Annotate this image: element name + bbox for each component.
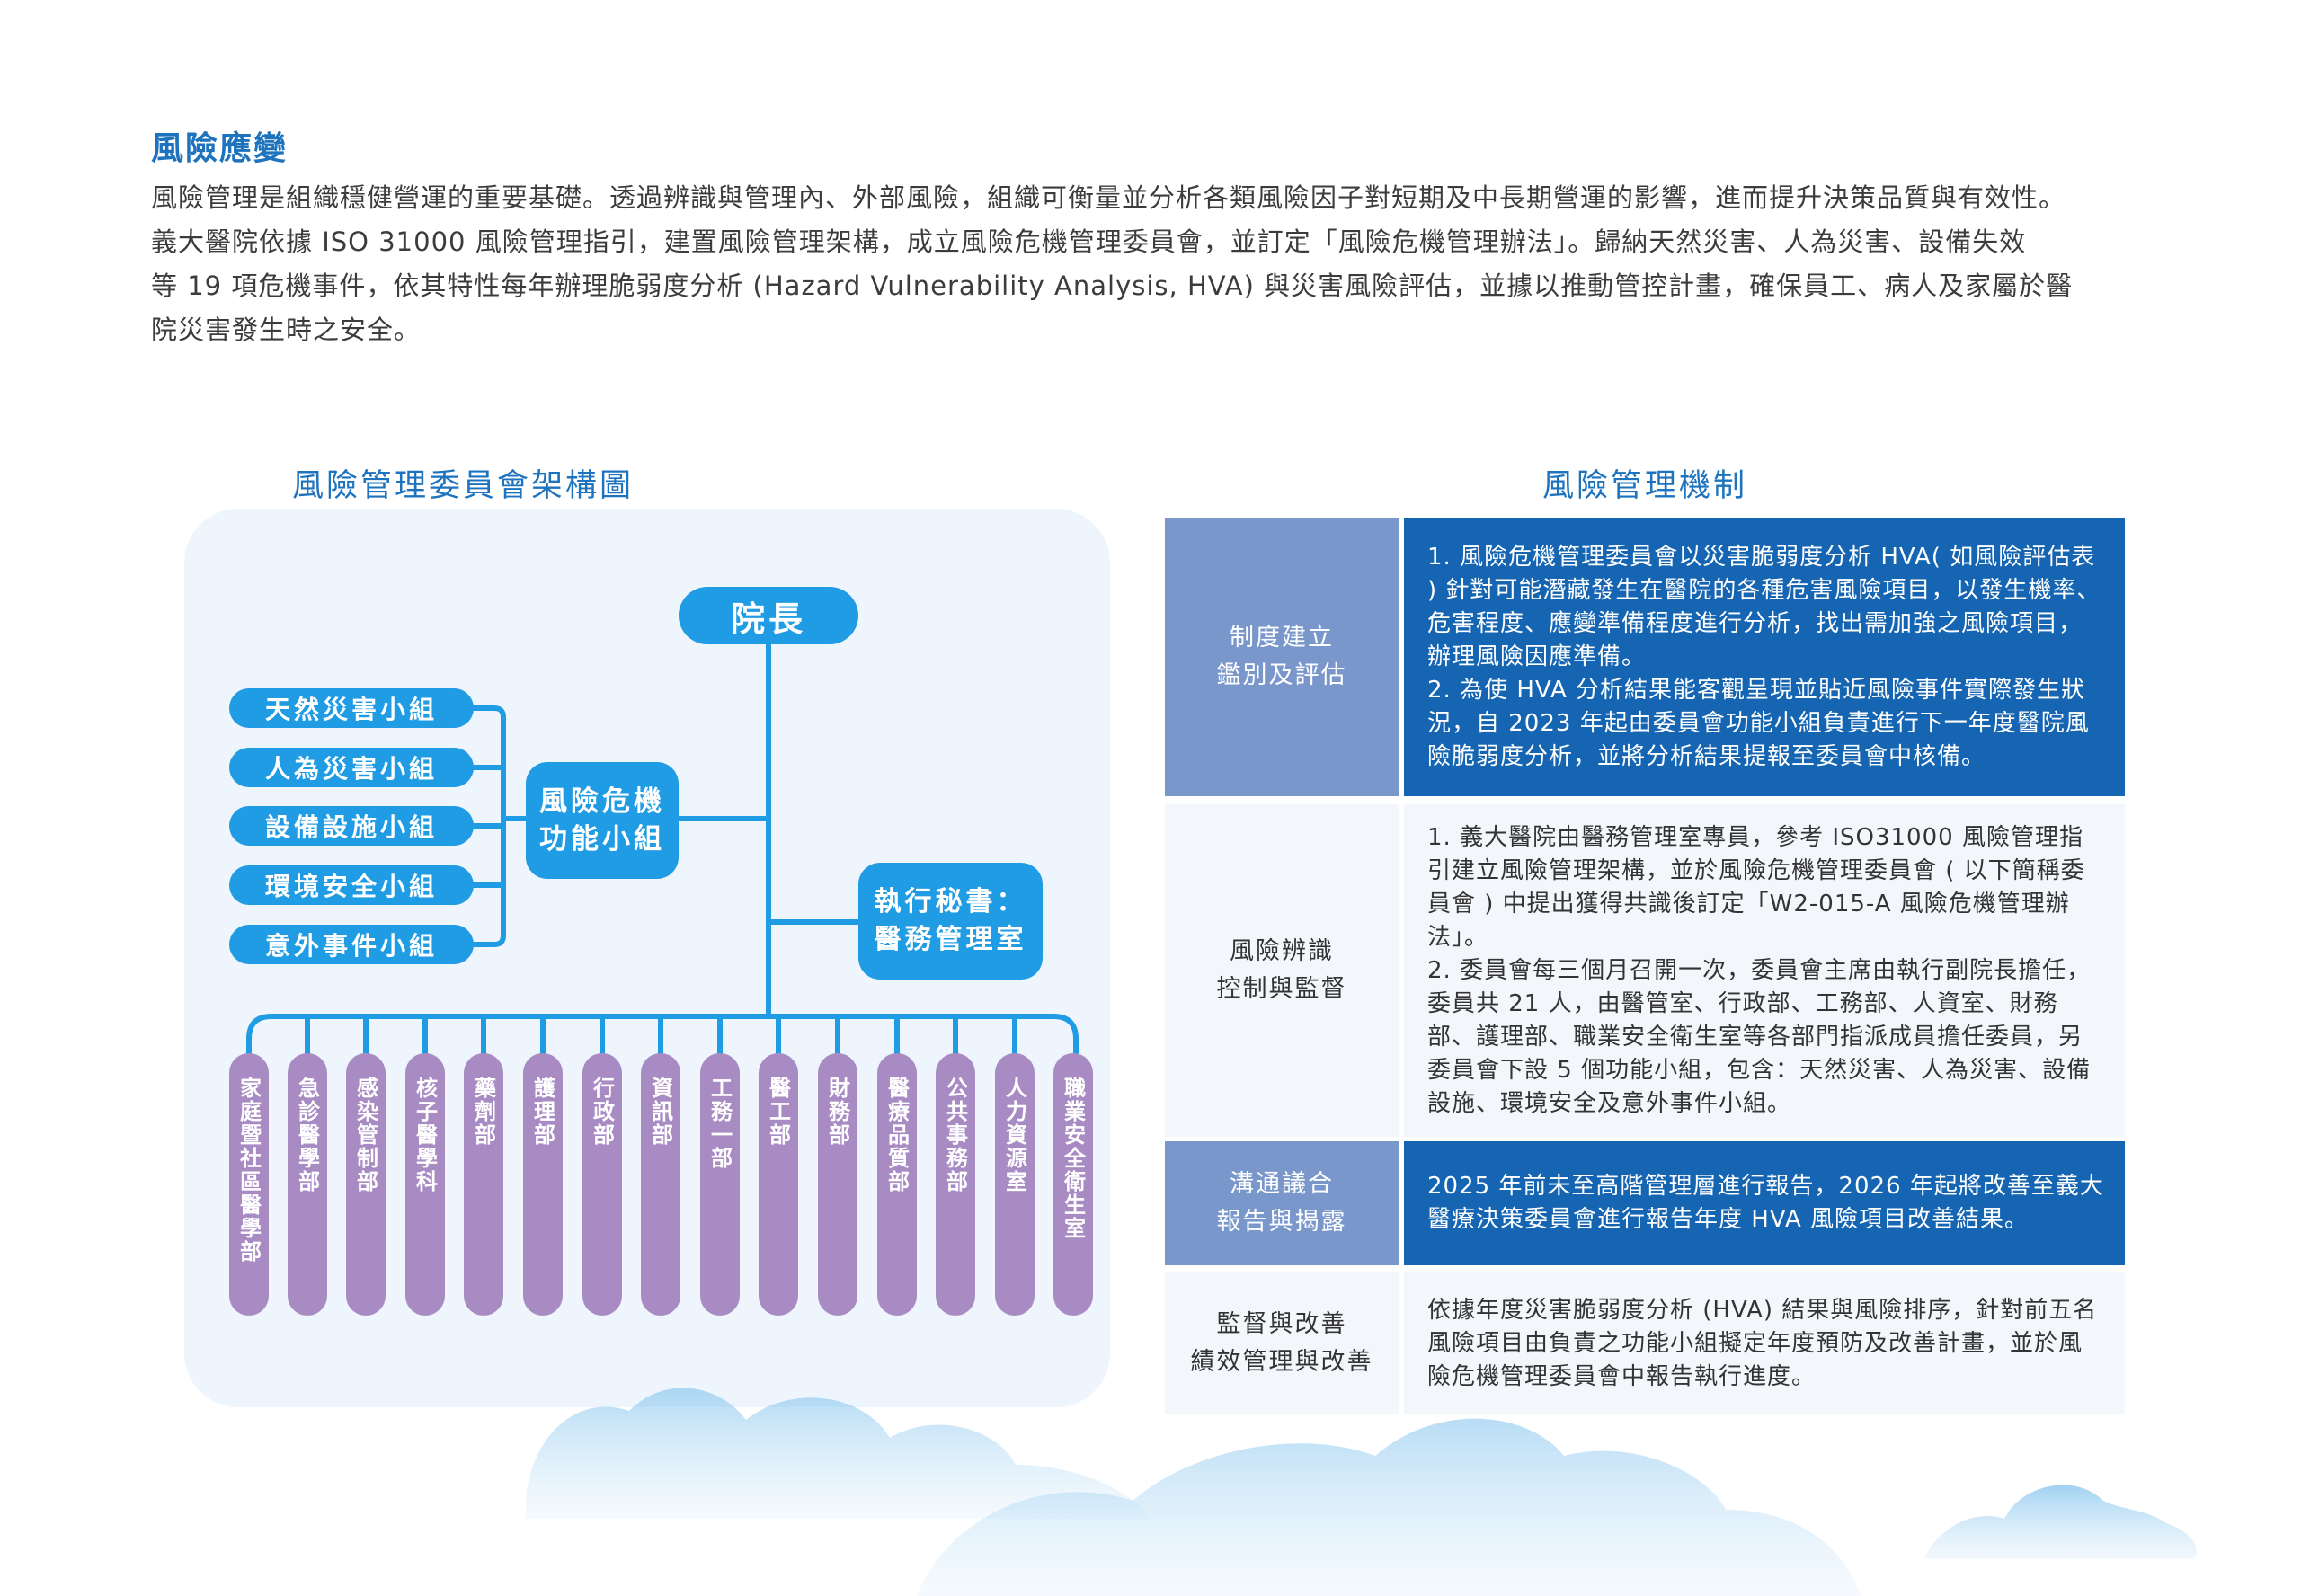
president-node: 院長 — [679, 587, 858, 644]
mechanism-row-content: 依據年度災害脆弱度分析 (HVA) 結果與風險排序，針對前五名風險項目由負責之功… — [1404, 1272, 2125, 1414]
org-chart-title: 風險管理委員會架構圖 — [291, 468, 634, 504]
department-node: 人力資源室 — [995, 1053, 1035, 1316]
secretary-node: 執行秘書： 醫務管理室 — [858, 863, 1043, 980]
department-node: 工務一部 — [700, 1053, 740, 1316]
intro-paragraph: 風險管理是組織穩健營運的重要基礎。透過辨識與管理內、外部風險，組織可衡量並分析各… — [151, 176, 2200, 352]
crisis-group-line: 功能小組 — [539, 823, 665, 856]
group-node-equipment: 設備設施小組 — [229, 806, 474, 846]
cloud-decoration — [526, 1388, 2197, 1596]
row-content-text: 1. 義大醫院由醫務管理室專員，參考 ISO31000 風險管理指引建立風險管理… — [1427, 823, 2092, 1117]
mechanism-row-content: 1. 義大醫院由醫務管理室專員，參考 ISO31000 風險管理指引建立風險管理… — [1404, 804, 2125, 1137]
department-node: 核子醫學科 — [405, 1053, 445, 1316]
secretary-line: 執行秘書： — [874, 886, 1027, 918]
group-node-environment-safety: 環境安全小組 — [229, 865, 474, 905]
department-node: 財務部 — [818, 1053, 857, 1316]
department-node: 護理部 — [523, 1053, 563, 1316]
mechanism-row-label: 溝通議合 報告與揭露 — [1165, 1141, 1399, 1265]
row-content-text: 依據年度災害脆弱度分析 (HVA) 結果與風險排序，針對前五名風險項目由負責之功… — [1427, 1296, 2098, 1390]
mechanism-row-label: 監督與改善 績效管理與改善 — [1165, 1272, 1399, 1414]
intro-line: 院災害發生時之安全。 — [151, 315, 422, 345]
secretary-line: 醫務管理室 — [874, 924, 1027, 955]
group-node-natural-disaster: 天然災害小組 — [229, 688, 474, 728]
department-node: 感染管制部 — [346, 1053, 386, 1316]
row-label-line: 監督與改善 — [1216, 1310, 1347, 1338]
row-label-line: 風險辨識 — [1230, 937, 1334, 965]
mechanism-row-content: 1. 風險危機管理委員會以災害脆弱度分析 HVA( 如風險評估表 ) 針對可能潛… — [1404, 518, 2125, 796]
row-label-line: 控制與監督 — [1216, 975, 1347, 1003]
mechanism-title: 風險管理機制 — [1541, 468, 1747, 504]
row-label-line: 報告與揭露 — [1216, 1208, 1347, 1236]
intro-line: 風險管理是組織穩健營運的重要基礎。透過辨識與管理內、外部風險，組織可衡量並分析各… — [151, 182, 2066, 213]
row-content-text: 1. 風險危機管理委員會以災害脆弱度分析 HVA( 如風險評估表 ) 針對可能潛… — [1427, 543, 2101, 770]
section-heading: 風險應變 — [151, 130, 289, 167]
group-node-human-disaster: 人為災害小組 — [229, 748, 474, 787]
org-chart-connectors — [246, 641, 1079, 1056]
crisis-group-line: 風險危機 — [539, 785, 665, 818]
department-node: 職業安全衛生室 — [1053, 1053, 1093, 1316]
department-node: 急診醫學部 — [288, 1053, 327, 1316]
row-label-line: 制度建立 — [1230, 624, 1334, 652]
mechanism-row-label: 制度建立 鑑別及評估 — [1165, 518, 1399, 796]
row-label-line: 溝通議合 — [1230, 1170, 1334, 1198]
department-node: 公共事務部 — [936, 1053, 975, 1316]
mechanism-row-label: 風險辨識 控制與監督 — [1165, 804, 1399, 1137]
row-content-text: 2025 年前未至高階管理層進行報告，2026 年起將改善至義大醫療決策委員會進… — [1427, 1173, 2104, 1233]
row-label-line: 績效管理與改善 — [1190, 1348, 1373, 1376]
department-node: 醫療品質部 — [877, 1053, 917, 1316]
mechanism-row-content: 2025 年前未至高階管理層進行報告，2026 年起將改善至義大醫療決策委員會進… — [1404, 1141, 2125, 1265]
crisis-group-node: 風險危機 功能小組 — [526, 762, 679, 879]
department-node: 醫工部 — [759, 1053, 798, 1316]
department-node: 資訊部 — [641, 1053, 680, 1316]
department-node: 家庭暨社區醫學部 — [229, 1053, 269, 1316]
department-node: 藥劑部 — [464, 1053, 503, 1316]
intro-line: 等 19 項危機事件，依其特性每年辦理脆弱度分析 (Hazard Vulnera… — [151, 270, 2074, 301]
row-label-line: 鑑別及評估 — [1216, 661, 1347, 689]
intro-line: 義大醫院依據 ISO 31000 風險管理指引，建置風險管理架構，成立風險危機管… — [151, 226, 2027, 257]
department-node: 行政部 — [582, 1053, 622, 1316]
group-node-accident: 意外事件小組 — [229, 925, 474, 964]
